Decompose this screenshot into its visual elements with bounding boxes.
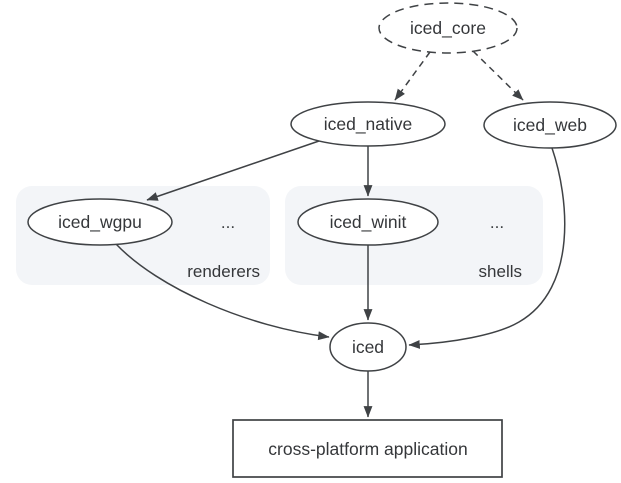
edge-iced_core-to-iced_native	[394, 51, 431, 101]
node-iced: iced	[329, 322, 407, 372]
iced-web-ellipse	[483, 101, 617, 149]
node-iced-native: iced_native	[290, 101, 446, 147]
application-label: cross-platform application	[268, 439, 467, 459]
iced-native-label: iced_native	[324, 114, 413, 135]
edge-iced_core-to-iced_web	[472, 50, 524, 101]
renderers-group-label: renderers	[187, 262, 260, 281]
edge-iced_native-to-iced_wgpu	[146, 140, 320, 201]
renderers-ellipsis: ...	[221, 213, 235, 232]
iced-ellipse	[329, 322, 407, 372]
iced-winit-label: iced_winit	[330, 212, 407, 233]
iced-native-ellipse	[290, 101, 446, 147]
iced-web-label: iced_web	[513, 115, 587, 136]
iced-core-label: iced_core	[410, 18, 486, 39]
node-iced-core: iced_core	[378, 2, 518, 54]
edge-iced_web-to-iced	[408, 147, 566, 349]
shells-group-label: shells	[479, 262, 522, 281]
node-iced-wgpu: iced_wgpu	[27, 198, 173, 246]
edge-iced_wgpu-to-iced	[115, 243, 330, 341]
node-iced-winit: iced_winit	[297, 198, 439, 246]
iced-core-ellipse	[378, 2, 518, 54]
node-iced-web: iced_web	[483, 101, 617, 149]
iced-winit-ellipse	[297, 198, 439, 246]
iced-wgpu-ellipse	[27, 198, 173, 246]
iced-label: iced	[352, 337, 384, 357]
shells-ellipsis: ...	[490, 213, 504, 232]
node-application: cross-platform application	[232, 419, 503, 478]
iced-wgpu-label: iced_wgpu	[58, 212, 142, 233]
application-box	[232, 419, 503, 478]
